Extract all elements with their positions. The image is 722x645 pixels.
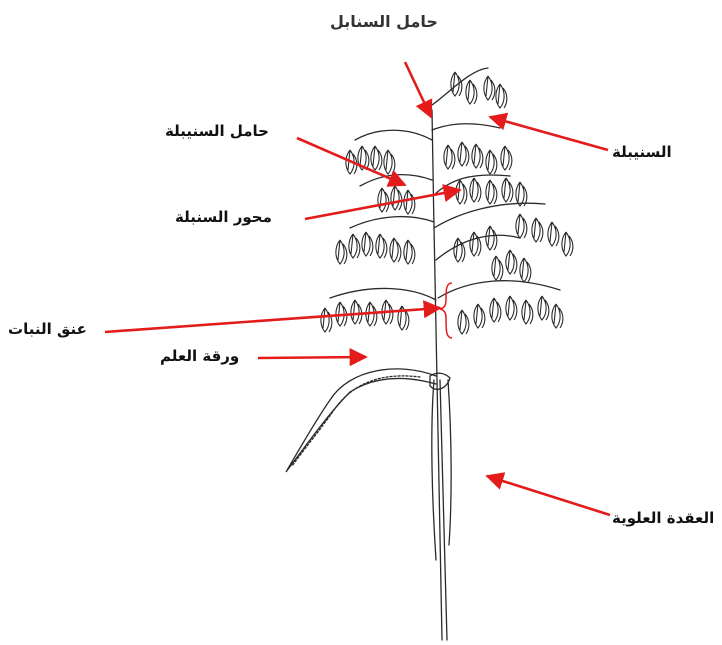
arrow-rachis (305, 190, 460, 219)
spikelet (404, 240, 415, 264)
spikelet (472, 144, 483, 168)
spikelet (466, 80, 477, 104)
spikelet (502, 178, 513, 202)
spikelet (458, 310, 469, 334)
spikelet (451, 72, 462, 96)
spikelet (516, 182, 527, 206)
spikelet (349, 234, 360, 258)
label-rachis: محور السنبلة (175, 208, 272, 226)
spikelet (492, 256, 503, 280)
branch (438, 281, 560, 298)
spikelet (470, 178, 481, 202)
label-spikelet: السنيبلة (612, 143, 672, 161)
flag-leaf (286, 369, 436, 472)
spikelet (562, 232, 573, 256)
label-spikelet-stalk: حامل السنيبلة (165, 122, 269, 140)
spikelet (552, 304, 563, 328)
spikelet (532, 218, 543, 242)
arrow-spikelet (490, 117, 608, 150)
label-flag-leaf: ورقة العلم (160, 347, 239, 365)
spikelet (486, 180, 497, 204)
spikelet (376, 234, 387, 258)
spikelet (496, 84, 507, 108)
branch (432, 124, 500, 130)
branch (330, 288, 436, 300)
spikelet (362, 232, 373, 256)
spikelet (490, 298, 501, 322)
spikelet (384, 150, 395, 174)
branch (355, 130, 432, 140)
label-upper-node: العقدة العلوية (612, 509, 714, 527)
spikelet (484, 76, 495, 100)
spikelet (404, 190, 415, 214)
spikelet (538, 296, 549, 320)
leaf-sheath (432, 380, 451, 560)
arrow-flag-leaf (258, 357, 366, 358)
spikelet (456, 180, 467, 204)
spikelet (444, 145, 455, 169)
arrow-spikelet-stalk (297, 138, 405, 185)
spikelet (470, 232, 481, 256)
arrow-neck (105, 308, 440, 332)
spikelet (506, 296, 517, 320)
spikelet (321, 308, 332, 332)
spikelet (474, 304, 485, 328)
spikelet (486, 150, 497, 174)
spikelet (351, 300, 362, 324)
spikelet (548, 222, 559, 246)
spikelet (336, 240, 347, 264)
spikelet (522, 300, 533, 324)
spikelet (486, 226, 497, 250)
branch (434, 203, 545, 228)
spikelet (378, 188, 389, 212)
arrow-title (405, 62, 431, 117)
branch (350, 217, 434, 228)
spikelet (391, 186, 402, 210)
spikelet (501, 146, 512, 170)
spikelet (520, 258, 531, 282)
label-plant-neck: عنق النبات (8, 320, 87, 338)
spikelet (506, 250, 517, 274)
arrow-upper-node (487, 476, 610, 515)
spikelet (516, 214, 527, 238)
spikelet (390, 238, 401, 262)
spikelet (371, 146, 382, 170)
branch (432, 68, 488, 105)
spikelet (458, 142, 469, 166)
flag-leaf-midrib (292, 376, 420, 466)
plant-illustration (286, 68, 560, 640)
spikelet (454, 238, 465, 262)
diagram-title: حامل السنابل (330, 12, 438, 31)
